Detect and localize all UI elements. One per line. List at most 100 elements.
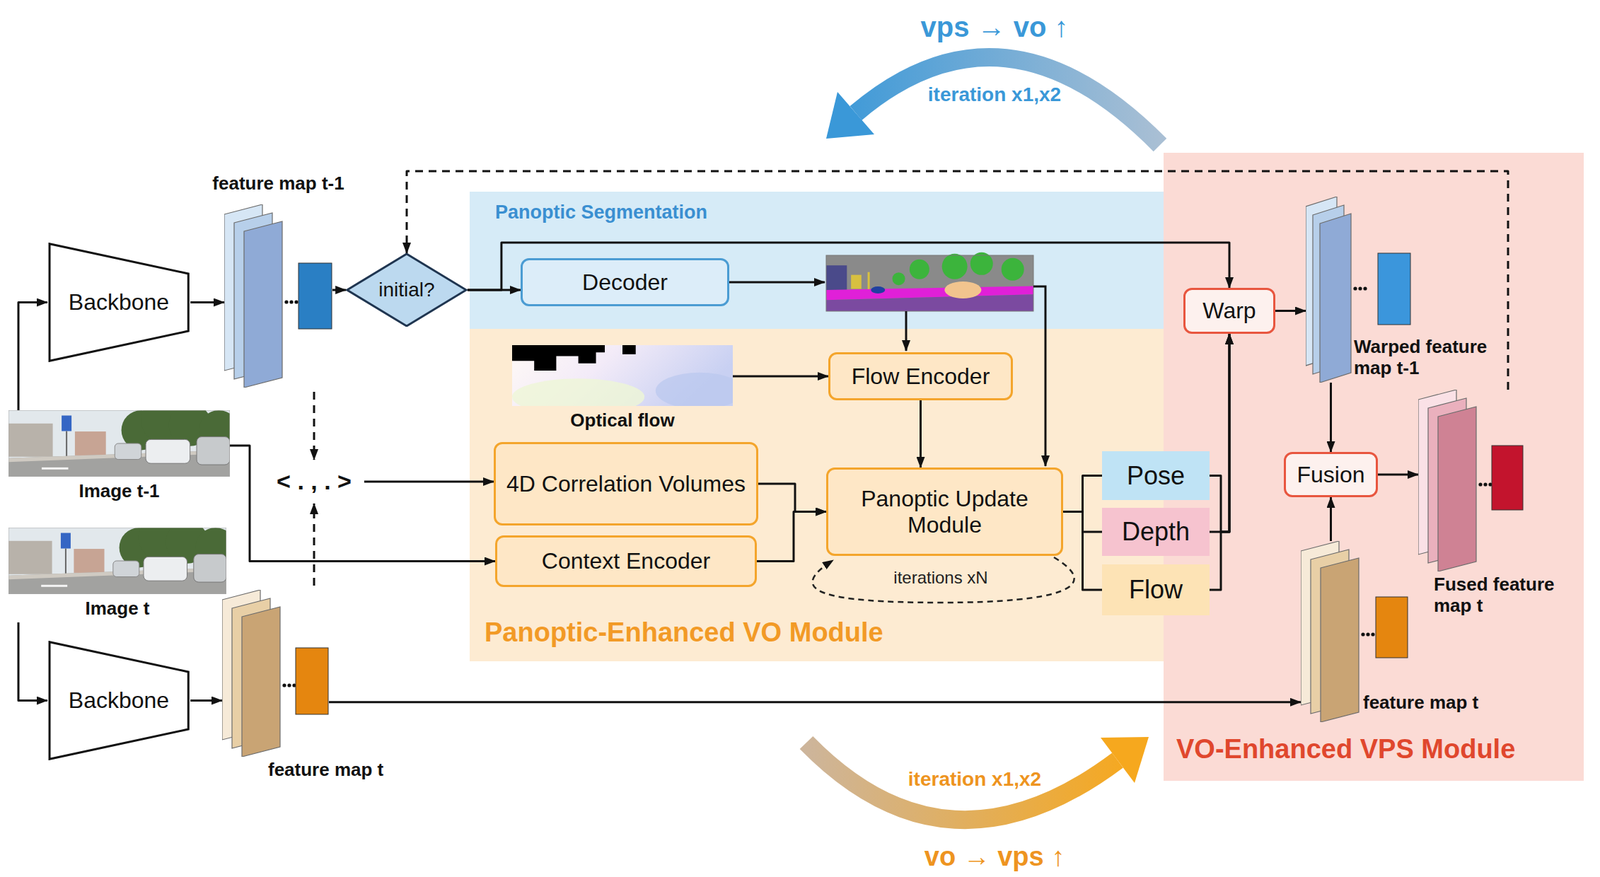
flow-region bbox=[655, 372, 733, 407]
image-picture bbox=[8, 527, 227, 595]
connector bbox=[1329, 497, 1332, 542]
label-slot: feature map t-1 bbox=[212, 173, 344, 195]
label-slot: Fused feature map t bbox=[1433, 574, 1569, 617]
connector bbox=[190, 699, 223, 702]
flow-mask bbox=[512, 345, 605, 371]
node-label: Flow Encoder bbox=[851, 363, 991, 390]
label-slot: VO-Enhanced VPS Module bbox=[1176, 734, 1516, 766]
feature-map: Warped feature map t-1 bbox=[1305, 196, 1412, 383]
connector bbox=[919, 400, 922, 468]
node-label: initial? bbox=[378, 278, 435, 302]
seg-car bbox=[944, 281, 982, 299]
label-slot: iteration x1,x2 bbox=[908, 768, 1042, 791]
connector bbox=[18, 302, 48, 411]
label-slot: vo → vps ↑ bbox=[924, 841, 1066, 873]
node-label: feature map t bbox=[1363, 691, 1479, 713]
iteration-arrow bbox=[806, 742, 1118, 820]
data-arrow bbox=[1033, 286, 1046, 467]
connector bbox=[756, 512, 827, 562]
car bbox=[143, 556, 188, 581]
ellipsis-dot bbox=[289, 299, 293, 304]
car bbox=[114, 443, 142, 460]
label-slot: Image t bbox=[8, 598, 227, 620]
seg-frame bbox=[826, 255, 1034, 312]
feature-channel bbox=[295, 647, 329, 715]
connector bbox=[229, 445, 496, 562]
feature-plate bbox=[1320, 558, 1359, 723]
node-label: Image t bbox=[84, 597, 150, 619]
label-slot: iterations xN bbox=[893, 567, 988, 588]
backbone-block: Backbone bbox=[47, 640, 191, 761]
connector bbox=[1209, 333, 1230, 532]
process-box: Context Encoder bbox=[495, 535, 757, 588]
building bbox=[8, 423, 54, 457]
feature-plate bbox=[1438, 406, 1477, 572]
output-box: Depth bbox=[1102, 507, 1210, 556]
seg-vegetation bbox=[892, 272, 906, 286]
seg-sign bbox=[850, 275, 862, 290]
annotation-label: vps → vo ↑ bbox=[920, 11, 1069, 43]
image-panel: Image t-1 bbox=[8, 410, 230, 506]
lane-mark bbox=[41, 584, 68, 588]
ellipsis-dot bbox=[1360, 632, 1365, 636]
seg-vegetation bbox=[909, 259, 930, 280]
operator-symbol: < . , . > bbox=[263, 459, 365, 504]
node-label: VO-Enhanced VPS Module bbox=[1176, 734, 1516, 764]
feature-plate bbox=[1319, 213, 1352, 383]
car bbox=[113, 560, 140, 578]
iteration-arrowhead bbox=[826, 91, 875, 139]
feature-map: feature map t-1 bbox=[224, 204, 333, 388]
feature-channel bbox=[1491, 445, 1523, 510]
image-panel: Optical flow bbox=[512, 345, 733, 439]
node-label: Backbone bbox=[68, 289, 170, 316]
seg-building bbox=[826, 265, 847, 291]
connector bbox=[1329, 382, 1332, 452]
feature-map-picture bbox=[224, 204, 333, 388]
label-slot: Optical flow bbox=[512, 410, 733, 432]
connector bbox=[1209, 333, 1230, 590]
building bbox=[74, 431, 107, 456]
seg-vegetation bbox=[970, 252, 994, 276]
node-label: Fusion bbox=[1296, 461, 1365, 489]
segmentation-output bbox=[826, 252, 1034, 312]
node-label: Backbone bbox=[68, 687, 170, 714]
label-slot: feature map t bbox=[1363, 692, 1479, 714]
label-slot: Panoptic Segmentation bbox=[495, 201, 708, 224]
ellipsis-dot bbox=[284, 299, 288, 304]
process-box: Flow Encoder bbox=[828, 352, 1013, 401]
module-region: Panoptic-Enhanced VO ModuleOptical flowF… bbox=[469, 328, 1164, 662]
annotation-label: iteration x1,x2 bbox=[908, 768, 1042, 791]
node-label: feature map t bbox=[268, 758, 384, 781]
backbone-block: Backbone bbox=[47, 242, 191, 363]
label-slot: vps → vo ↑ bbox=[920, 10, 1069, 44]
connector bbox=[1377, 473, 1419, 477]
annotation-label: iterations xN bbox=[893, 567, 988, 588]
module-region-fill bbox=[469, 328, 1164, 662]
connector bbox=[313, 391, 316, 460]
road-sign bbox=[61, 415, 72, 432]
ellipsis-dot bbox=[294, 299, 298, 304]
feature-map: feature map t bbox=[222, 589, 329, 757]
process-box: Warp bbox=[1183, 287, 1276, 334]
module-region: Panoptic SegmentationDecoder bbox=[469, 191, 1164, 329]
car bbox=[196, 437, 230, 465]
flow-region bbox=[512, 378, 645, 407]
node-label: Depth bbox=[1121, 517, 1190, 547]
building bbox=[73, 548, 104, 573]
ellipsis-dot bbox=[287, 683, 291, 687]
flow-mask bbox=[622, 345, 636, 355]
node-label: Panoptic Segmentation bbox=[495, 201, 708, 223]
label-slot: iteration x1,x2 bbox=[928, 83, 1062, 107]
node-label: Warp bbox=[1202, 297, 1256, 324]
node-label: Decoder bbox=[582, 269, 668, 296]
ellipsis-dot bbox=[1483, 482, 1487, 486]
output-box: Pose bbox=[1102, 451, 1210, 501]
node-label: Fused feature map t bbox=[1433, 573, 1555, 617]
label-slot: Warped feature map t-1 bbox=[1353, 336, 1493, 380]
ellipsis-dot bbox=[1358, 286, 1362, 291]
connector bbox=[732, 375, 829, 378]
road-sign bbox=[60, 533, 71, 549]
process-box: Panoptic Update Module bbox=[826, 467, 1064, 556]
feature-map-picture bbox=[1418, 389, 1524, 572]
